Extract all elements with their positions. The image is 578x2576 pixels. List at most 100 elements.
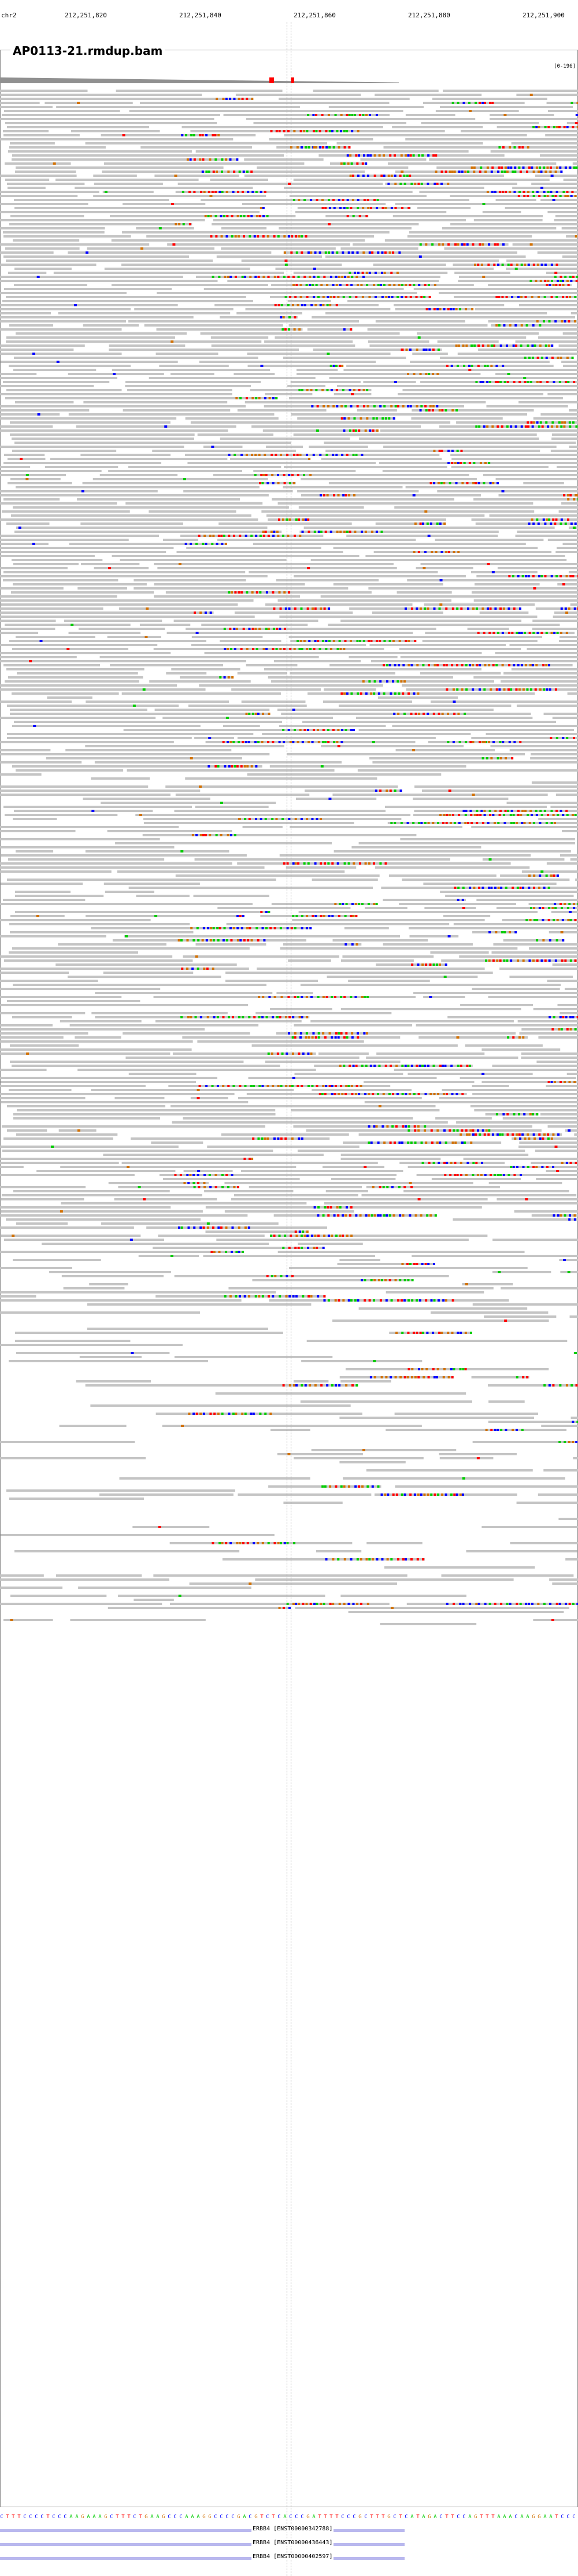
aligned-read[interactable]	[3, 235, 131, 238]
aligned-read[interactable]	[284, 134, 527, 136]
aligned-read[interactable]	[45, 466, 118, 468]
aligned-read[interactable]	[298, 911, 538, 913]
aligned-read[interactable]	[9, 223, 192, 225]
aligned-read[interactable]	[1, 883, 83, 885]
aligned-read[interactable]	[129, 110, 403, 112]
aligned-read[interactable]	[293, 433, 537, 436]
aligned-read[interactable]	[222, 1558, 425, 1561]
aligned-read[interactable]	[490, 150, 578, 153]
aligned-read[interactable]	[0, 243, 150, 246]
aligned-read[interactable]	[156, 328, 303, 331]
aligned-read[interactable]	[112, 369, 271, 371]
aligned-read[interactable]	[270, 1429, 310, 1431]
aligned-read[interactable]	[472, 1303, 578, 1306]
aligned-read[interactable]	[0, 632, 39, 634]
aligned-read[interactable]	[485, 1113, 537, 1115]
aligned-read[interactable]	[439, 1097, 578, 1099]
aligned-read[interactable]	[466, 1550, 577, 1552]
aligned-read[interactable]	[375, 522, 446, 525]
aligned-read[interactable]	[183, 490, 293, 492]
aligned-read[interactable]	[3, 579, 118, 581]
aligned-read[interactable]	[9, 640, 206, 642]
aligned-read[interactable]	[539, 154, 578, 157]
aligned-read[interactable]	[344, 927, 389, 929]
aligned-read[interactable]	[201, 199, 470, 201]
aligned-read[interactable]	[12, 158, 239, 161]
aligned-read[interactable]	[383, 899, 466, 901]
aligned-read[interactable]	[108, 1182, 209, 1184]
aligned-read[interactable]	[338, 705, 512, 707]
aligned-read[interactable]	[65, 749, 232, 751]
aligned-read[interactable]	[226, 923, 450, 925]
aligned-read[interactable]	[241, 700, 306, 703]
aligned-read[interactable]	[454, 272, 510, 274]
aligned-read[interactable]	[554, 219, 578, 221]
aligned-read[interactable]	[312, 879, 378, 881]
aligned-read[interactable]	[456, 1121, 578, 1124]
aligned-read[interactable]	[377, 696, 458, 699]
aligned-read[interactable]	[103, 883, 200, 885]
aligned-read[interactable]	[297, 373, 481, 375]
aligned-read[interactable]	[128, 466, 281, 468]
aligned-read[interactable]	[392, 215, 543, 217]
aligned-read[interactable]	[300, 1400, 472, 1403]
aligned-read[interactable]	[67, 976, 221, 978]
aligned-read[interactable]	[276, 992, 313, 994]
aligned-read[interactable]	[220, 640, 281, 642]
aligned-read[interactable]	[287, 300, 331, 302]
aligned-read[interactable]	[339, 1259, 380, 1261]
aligned-read[interactable]	[14, 810, 153, 812]
aligned-read[interactable]	[562, 332, 578, 335]
aligned-read[interactable]	[220, 316, 298, 318]
aligned-read[interactable]	[253, 543, 526, 545]
aligned-read[interactable]	[0, 1052, 171, 1055]
aligned-read[interactable]	[0, 753, 270, 755]
aligned-read[interactable]	[266, 446, 303, 448]
aligned-read[interactable]	[217, 907, 351, 909]
aligned-read[interactable]	[460, 130, 578, 132]
aligned-read[interactable]	[247, 365, 342, 367]
aligned-read[interactable]	[444, 247, 578, 250]
aligned-read[interactable]	[12, 450, 117, 452]
aligned-read[interactable]	[4, 110, 120, 112]
aligned-read[interactable]	[283, 357, 406, 359]
aligned-read[interactable]	[13, 583, 147, 585]
aligned-read[interactable]	[561, 227, 578, 229]
aligned-read[interactable]	[154, 175, 240, 177]
aligned-read[interactable]	[535, 607, 578, 610]
aligned-read[interactable]	[146, 1226, 327, 1229]
aligned-read[interactable]	[366, 1542, 423, 1544]
aligned-read[interactable]	[0, 308, 131, 310]
aligned-read[interactable]	[528, 903, 578, 905]
aligned-read[interactable]	[558, 1518, 578, 1520]
aligned-read[interactable]	[220, 438, 350, 440]
aligned-read[interactable]	[10, 1061, 244, 1063]
aligned-read[interactable]	[85, 745, 284, 747]
aligned-read[interactable]	[92, 478, 268, 480]
aligned-read[interactable]	[184, 454, 440, 456]
aligned-read[interactable]	[431, 1311, 549, 1314]
aligned-read[interactable]	[244, 401, 486, 403]
aligned-read[interactable]	[99, 656, 319, 658]
aligned-read[interactable]	[0, 1344, 183, 1346]
aligned-read[interactable]	[110, 664, 224, 666]
aligned-read[interactable]	[312, 1089, 412, 1091]
aligned-read[interactable]	[0, 211, 260, 213]
aligned-read[interactable]	[0, 409, 90, 412]
aligned-read[interactable]	[489, 514, 578, 517]
aligned-read[interactable]	[16, 1222, 68, 1225]
aligned-read[interactable]	[118, 1595, 325, 1597]
aligned-read[interactable]	[373, 264, 446, 266]
aligned-read[interactable]	[518, 304, 578, 306]
aligned-read[interactable]	[458, 276, 578, 278]
aligned-read[interactable]	[295, 211, 447, 213]
aligned-read[interactable]	[368, 587, 578, 590]
aligned-read[interactable]	[551, 433, 578, 436]
aligned-read[interactable]	[6, 668, 144, 670]
aligned-read[interactable]	[460, 1077, 576, 1079]
aligned-read[interactable]	[399, 648, 521, 650]
aligned-read[interactable]	[3, 664, 101, 666]
aligned-read[interactable]	[412, 409, 534, 412]
aligned-read[interactable]	[314, 1065, 473, 1067]
aligned-read[interactable]	[488, 996, 578, 998]
